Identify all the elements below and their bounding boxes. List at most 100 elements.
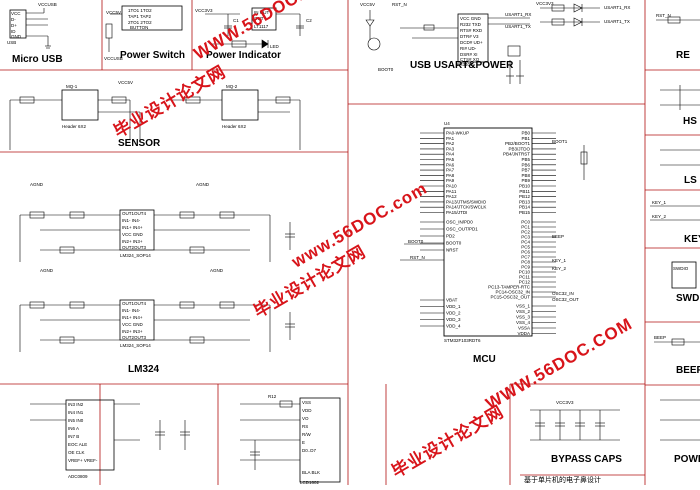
- ch340-pins1: VCC GND: [460, 16, 482, 21]
- net-boot0-usart: BOOT0: [378, 67, 394, 72]
- lm324-1-label: LM324_SOP14: [120, 253, 151, 258]
- op2-pin2: IN1- IN4-: [122, 308, 141, 313]
- mcu-pin-label: VDD_2: [446, 311, 461, 316]
- mcu-pin-label: PC9: [521, 265, 530, 270]
- ch340-pins2: R232 TXD: [460, 22, 482, 27]
- mcu-pin-label: PA3: [446, 146, 455, 151]
- mcu-pin-label: PA5: [446, 157, 455, 162]
- lm324-2-label: LM324_SOP14: [120, 343, 151, 348]
- mcu-pin-label: PB6: [521, 162, 530, 167]
- net-key2-mcu: KEY_2: [552, 266, 567, 271]
- mcu-pin-label: PA0-WKUP: [446, 131, 469, 136]
- mcu-pin-label: PB5: [521, 157, 530, 162]
- net-osc32-in: OSC32_IN: [552, 291, 574, 296]
- mcu-block: U4 STM32F103RDT6 PA0-WKUPPA1PA2PA3PA4PA5…: [400, 121, 588, 365]
- mcu-pin-label: VSS_3: [516, 315, 531, 320]
- lcd-pin-vss: VSS: [302, 400, 311, 405]
- pin-id: ID: [11, 29, 16, 34]
- mcu-pin-label: PB11: [519, 189, 530, 194]
- cap-c1-label: C1: [233, 18, 239, 23]
- block-title-key: KEY: [684, 234, 700, 245]
- op1-pin5: IN2+ IN3+: [122, 239, 143, 244]
- adc-pins8: VREF+ VREF-: [68, 458, 98, 463]
- ch340-label: CH340G: [456, 62, 474, 67]
- net-agnd-4: AGND: [210, 268, 224, 273]
- ch340-pins6: RI# UD-: [460, 46, 477, 51]
- op2-pin6: OUT2OUT3: [122, 335, 147, 340]
- mcu-pin-label: PB13: [519, 199, 531, 204]
- net-vcc5v-sensor: VCC5V: [118, 80, 133, 85]
- mcu-pin-label: PC7: [521, 255, 530, 260]
- adc-block: IN3 IN2 IN4 IN1 IN5 IN0 IN6 A IN7 B EOC …: [30, 399, 190, 479]
- bypass-block: VCC3V3 BYPASS CAPS 基于单片机的电子鼻设计: [524, 400, 622, 484]
- mcu-pin-label: PC6: [521, 250, 530, 255]
- lcd-label: LCD1602: [300, 480, 320, 485]
- led-label: LED: [270, 44, 280, 49]
- sensor-block: MQ-1 MQ-2 Header 6X2 Header 6X2 VCC5V SE…: [9, 80, 301, 150]
- watermark-2: 毕业设计论文网: [110, 61, 229, 141]
- ldo-in: IN OUT: [254, 10, 270, 15]
- mcu-pin-label: PC10: [519, 270, 531, 275]
- watermark-6: 毕业设计论文网: [388, 401, 507, 481]
- mcu-right-pins-pb: PB0PB1PB2/BOOT1PB3/JTDOPB4/JNTRSTPB5PB6P…: [503, 131, 556, 215]
- mcu-pin-label: PA2: [446, 141, 455, 146]
- adc-label: ADC0809: [68, 474, 88, 479]
- mcu-pin-label: PA8: [446, 173, 455, 178]
- block-title-bypass: BYPASS CAPS: [551, 454, 622, 465]
- block-title-mcu: MCU: [473, 354, 496, 365]
- net-rst-right: RST_N: [656, 13, 671, 18]
- mcu-pin-label: PB12: [519, 194, 531, 199]
- net-vccusb-switch: VCCUSB: [104, 56, 123, 61]
- net-osc32-out: OSC32_OUT: [552, 297, 579, 302]
- switch-part-label: BUTTON: [130, 25, 148, 30]
- watermark-5: WWW.56DOC.COM: [483, 314, 636, 413]
- net-agnd-3: AGND: [40, 268, 54, 273]
- power-switch-block: 1TO1 1TO2 TAP1 TAP2 2TO1 2TO2 BUTTON VCC…: [104, 5, 185, 61]
- footer-title: 基于单片机的电子鼻设计: [524, 475, 601, 484]
- mcu-pin-label: PC2: [521, 230, 530, 235]
- mcu-pin-label: VSS_1: [516, 304, 531, 309]
- pin-dminus: D-: [11, 17, 16, 22]
- net-beep-right: BEEP: [654, 335, 666, 340]
- right-column: RST_N RE HS LS KEY_1 KEY_2 KEY SWDIO SWD…: [650, 13, 700, 465]
- mcu-pin-label: PB1: [521, 136, 530, 141]
- net-usart-tx: USART1_TX: [505, 24, 531, 29]
- net-boot0: BOOT0: [408, 239, 424, 244]
- block-title-hs: HS: [683, 116, 697, 127]
- net-agnd-2: AGND: [196, 182, 210, 187]
- lcd-pin-vdd: VDD: [302, 408, 312, 413]
- op2-pin3: IN1+ IN4+: [122, 315, 143, 320]
- net-key2-right: KEY_2: [652, 214, 667, 219]
- mcu-part-label: STM32F103RDT6: [444, 338, 481, 343]
- usb-connector-label: USB: [7, 40, 16, 45]
- mcu-pin-label: PC5: [521, 245, 530, 250]
- block-title-lm324: LM324: [128, 364, 160, 375]
- block-title-power-switch: Power Switch: [120, 50, 185, 61]
- op1-pin2: IN1- IN4-: [122, 218, 141, 223]
- ch340-pins4: DTR# V3: [460, 34, 479, 39]
- mcu-right-pins-pc: PC0PC1PC2PC3PC4PC5PC6PC7PC8PC9PC10PC11PC…: [488, 220, 556, 300]
- header1-label: Header 6X2: [62, 124, 87, 129]
- mcu-pin-label: PA12: [446, 194, 457, 199]
- mcu-pin-label: VSS_4: [516, 320, 531, 325]
- op2-pin1: OUT1OUT4: [122, 301, 147, 306]
- net-vcc3v3-pi: VCC3V3: [195, 8, 213, 13]
- mcu-pin-label: PC11: [519, 275, 530, 280]
- op1-pin4: VCC GND: [122, 232, 144, 237]
- net-vccusb: VCCUSB: [38, 2, 57, 7]
- mcu-pin-label: PD2: [446, 234, 455, 239]
- mcu-pin-label: PA4: [446, 152, 455, 157]
- mcu-pin-label: OSC_IN/PD0: [446, 220, 473, 225]
- block-title-usb-usart: USB USART&POWER: [410, 60, 514, 71]
- ldo-part: LT1117: [254, 24, 269, 29]
- mcu-pin-label: PA10: [446, 184, 457, 189]
- mcu-pin-label: PB9: [521, 178, 530, 183]
- block-title-beep: BEEP: [676, 365, 700, 376]
- op1-pin3: IN1+ IN4+: [122, 225, 143, 230]
- mcu-pin-label: BOOT0: [446, 241, 462, 246]
- mcu-pin-label: PB4/JNTRST: [503, 152, 530, 157]
- header2-label: Header 6X2: [222, 124, 247, 129]
- switch-pin2: TAP1 TAP2: [128, 14, 152, 19]
- mcu-pin-label: PC4: [521, 240, 530, 245]
